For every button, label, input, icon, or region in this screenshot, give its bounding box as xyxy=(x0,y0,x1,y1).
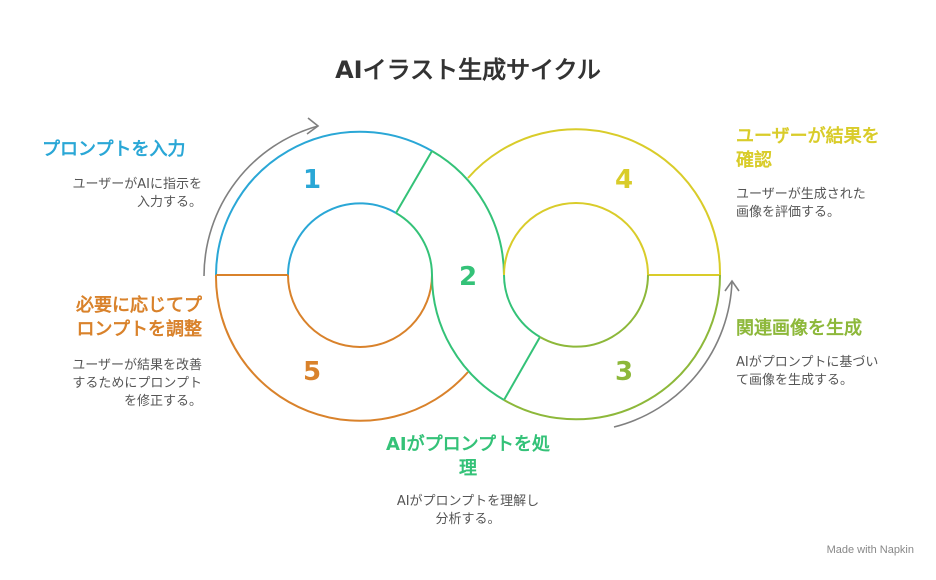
segment-3-outer-arc xyxy=(503,274,722,421)
step-3-desc-line: て画像を生成する。 xyxy=(736,373,854,388)
cycle-arrow-left xyxy=(203,125,319,277)
step-1-desc-line: 入力する。 xyxy=(136,195,202,210)
step-4-title-line: ユーザーが結果を xyxy=(736,126,880,147)
step-3-desc-line: AIがプロンプトに基づい xyxy=(736,355,879,370)
cycle-arrow-left-head xyxy=(306,117,320,135)
step-2-title: AIがプロンプトを処 理 xyxy=(360,433,576,481)
step-4-title-line: 確認 xyxy=(736,150,772,171)
segment-3-inner-arc xyxy=(539,274,649,348)
step-3-description: AIがプロンプトに基づい て画像を生成する。 xyxy=(736,354,878,390)
step-5-number: 5 xyxy=(302,357,322,387)
napkin-credit[interactable]: Made with Napkin xyxy=(826,544,914,556)
cycle-arrow-right-head xyxy=(724,279,740,292)
step-1-title: プロンプトを入力 xyxy=(42,139,186,160)
step-5-title: 必要に応じてプ ロンプトを調整 xyxy=(20,294,202,342)
segment-5-outer-arc xyxy=(214,274,469,422)
step-2-description: AIがプロンプトを理解し 分析する。 xyxy=(360,493,576,529)
step-4-description: ユーザーが生成された 画像を評価する。 xyxy=(736,186,866,222)
segment-2-bottom-inner-arc xyxy=(503,274,541,338)
step-4-title: ユーザーが結果を 確認 xyxy=(736,125,880,173)
step-1-description: ユーザーがAIに指示を 入力する。 xyxy=(20,176,202,212)
divider-2-3 xyxy=(503,336,541,401)
segment-1-inner-arc xyxy=(287,202,397,276)
step-2-desc-line: AIがプロンプトを理解し xyxy=(396,494,540,509)
divider-1-2 xyxy=(395,150,433,214)
step-2-number: 2 xyxy=(458,262,478,292)
step-5-description: ユーザーが結果を改善 するためにプロンプト を修正する。 xyxy=(20,357,202,411)
step-4-desc-line: ユーザーが生成された xyxy=(736,187,866,202)
step-1-number: 1 xyxy=(302,165,322,195)
segment-2-top-outer-arc xyxy=(431,150,505,276)
step-2-title-line: AIがプロンプトを処 xyxy=(385,434,551,455)
step-4-desc-line: 画像を評価する。 xyxy=(736,205,841,220)
step-5-desc-line: するためにプロンプト xyxy=(72,376,202,391)
step-1-desc-line: ユーザーがAIに指示を xyxy=(72,177,202,192)
segment-5-inner-arc xyxy=(287,274,433,348)
segment-4-inner-arc xyxy=(503,202,649,276)
step-5-title-line: ロンプトを調整 xyxy=(76,319,202,340)
segment-2-bottom-outer-arc xyxy=(430,274,505,401)
segment-2-top-inner-arc xyxy=(395,212,433,276)
step-5-title-line: 必要に応じてプ xyxy=(76,295,202,316)
step-5-desc-line: を修正する。 xyxy=(123,394,202,409)
step-3-title: 関連画像を生成 xyxy=(736,318,862,339)
cycle-arrow-right xyxy=(613,280,733,428)
step-5-desc-line: ユーザーが結果を改善 xyxy=(72,358,202,373)
diagram-title: AIイラスト生成サイクル xyxy=(335,56,601,84)
step-2-title-line: 理 xyxy=(459,458,477,479)
step-3-number: 3 xyxy=(614,357,634,387)
segment-1-outer-arc xyxy=(215,130,433,276)
segment-4-outer-arc xyxy=(467,128,722,276)
step-4-number: 4 xyxy=(614,165,634,195)
step-2-desc-line: 分析する。 xyxy=(435,512,501,527)
